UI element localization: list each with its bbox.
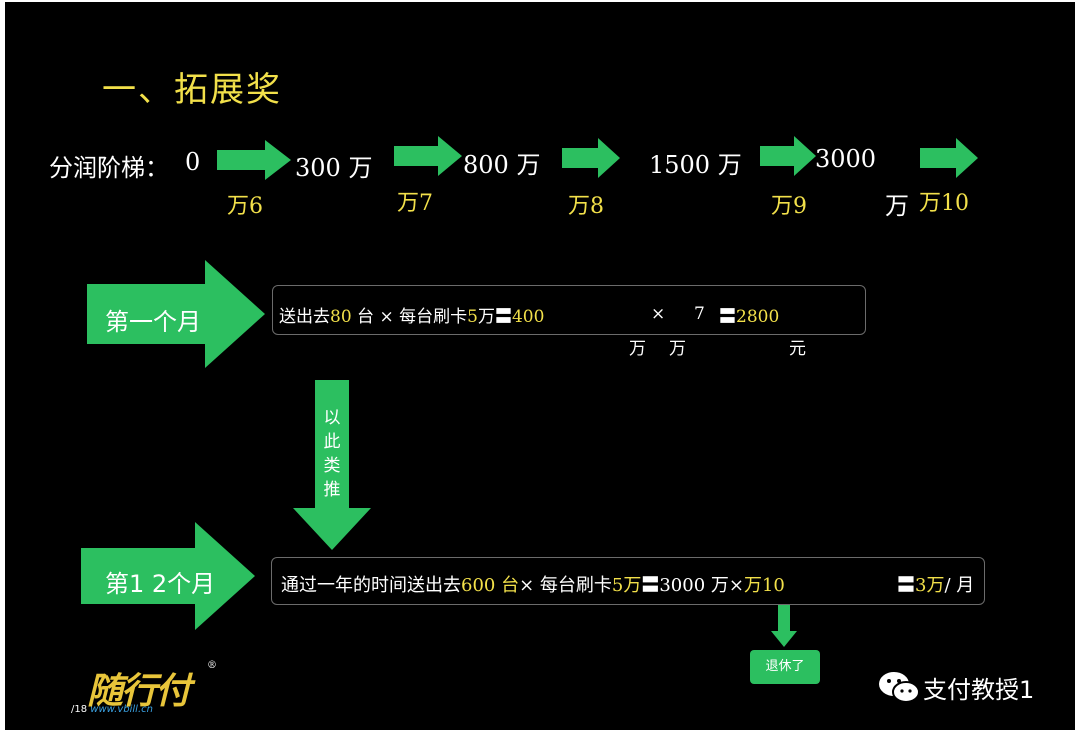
down-label-4: 推 <box>323 480 341 500</box>
down-arrow-label: 以 此 类 推 <box>317 406 347 502</box>
ladder-arrow-1 <box>217 140 291 180</box>
month12-amount: 5万 <box>611 575 642 596</box>
month12-t2: × 每台刷卡 <box>519 575 612 596</box>
ladder-step-1: 300 万 <box>295 154 373 182</box>
ladder-step-0: 0 <box>185 148 201 176</box>
ladder-rate-5: 万10 <box>919 191 969 216</box>
watermark-text: 支付教授1 <box>923 676 1035 704</box>
month1-label: 第一个月 <box>105 308 201 336</box>
month1-box <box>272 285 866 335</box>
ladder-arrow-5 <box>920 138 978 178</box>
company-logo: 随行付 <box>87 671 191 712</box>
month12-label: 第1 2个月 <box>105 570 216 598</box>
ladder-label: 分润阶梯： <box>49 154 169 182</box>
ladder-rate-3: 万8 <box>568 194 604 219</box>
logo-url: www.vbill.cn <box>90 704 153 715</box>
ladder-arrow-4 <box>760 136 816 176</box>
month1-t3: 万 <box>477 307 495 327</box>
slide: 一、拓展奖 分润阶梯： 0 300 万 800 万 1500 万 3000 万 … <box>5 2 1075 730</box>
ladder-rate-4: 万9 <box>771 194 807 219</box>
month12-qty: 600 台 <box>461 575 520 596</box>
month1-unit-1: 万 <box>629 339 646 359</box>
retire-badge: 退休了 <box>750 650 820 684</box>
down-label-3: 类 <box>323 456 341 476</box>
month12-t1: 通过一年的时间送出去 <box>281 575 461 596</box>
month12-t3: 3000 万× <box>659 575 744 596</box>
month12-per: / 月 <box>944 575 975 596</box>
month1-amount: 5 <box>467 307 478 327</box>
month1-text: 送出去80 台 × 每台刷卡5万〓400 <box>279 302 544 327</box>
month1-arrow <box>87 260 265 368</box>
month1-t1: 送出去 <box>279 307 330 327</box>
month1-unit-3: 元 <box>789 339 806 359</box>
down-label-2: 此 <box>323 432 341 452</box>
ladder-step-4: 3000 <box>815 145 877 173</box>
ladder-arrow-2 <box>394 136 462 176</box>
month1-eq2: 〓 <box>719 307 736 327</box>
ladder-step-2: 800 万 <box>463 151 541 179</box>
month12-result: 3万 <box>915 575 945 596</box>
month12-text: 通过一年的时间送出去600 台× 每台刷卡5万〓3000 万×万10 <box>281 571 785 597</box>
logo-url-row: /18 www.vbill.cn <box>71 704 153 715</box>
down-arrow <box>293 380 371 550</box>
month1-total: 400 <box>511 307 545 327</box>
registered-mark: ® <box>207 660 217 671</box>
month12-eq2: 〓 <box>897 575 915 596</box>
month1-t2: 台 × 每台刷卡 <box>351 307 468 327</box>
month1-eq1: 〓 <box>494 307 512 327</box>
month12-arrow <box>81 522 255 630</box>
month1-rate: 7 <box>694 304 705 324</box>
page-number: /18 <box>71 704 88 715</box>
month1-unit-2: 万 <box>669 339 686 359</box>
wechat-icon <box>879 672 920 703</box>
month1-result: 2800 <box>736 307 780 327</box>
retire-arrow <box>771 605 797 647</box>
month1-result-row: 〓2800 <box>719 302 779 327</box>
month12-result-row: 〓3万/ 月 <box>897 571 974 597</box>
slide-title: 一、拓展奖 <box>102 70 282 110</box>
down-label-1: 以 <box>323 408 341 428</box>
ladder-rate-2: 万7 <box>397 191 433 216</box>
ladder-rate-1: 万6 <box>227 194 263 219</box>
month1-qty: 80 <box>330 307 352 327</box>
month12-eq1: 〓 <box>641 575 660 596</box>
ladder-step-3: 1500 万 <box>649 151 742 179</box>
month12-rate: 万10 <box>743 575 785 596</box>
month1-times: × <box>651 304 666 324</box>
ladder-step-5: 万 <box>885 192 909 220</box>
ladder-arrow-3 <box>562 138 620 178</box>
month12-box <box>271 557 985 605</box>
